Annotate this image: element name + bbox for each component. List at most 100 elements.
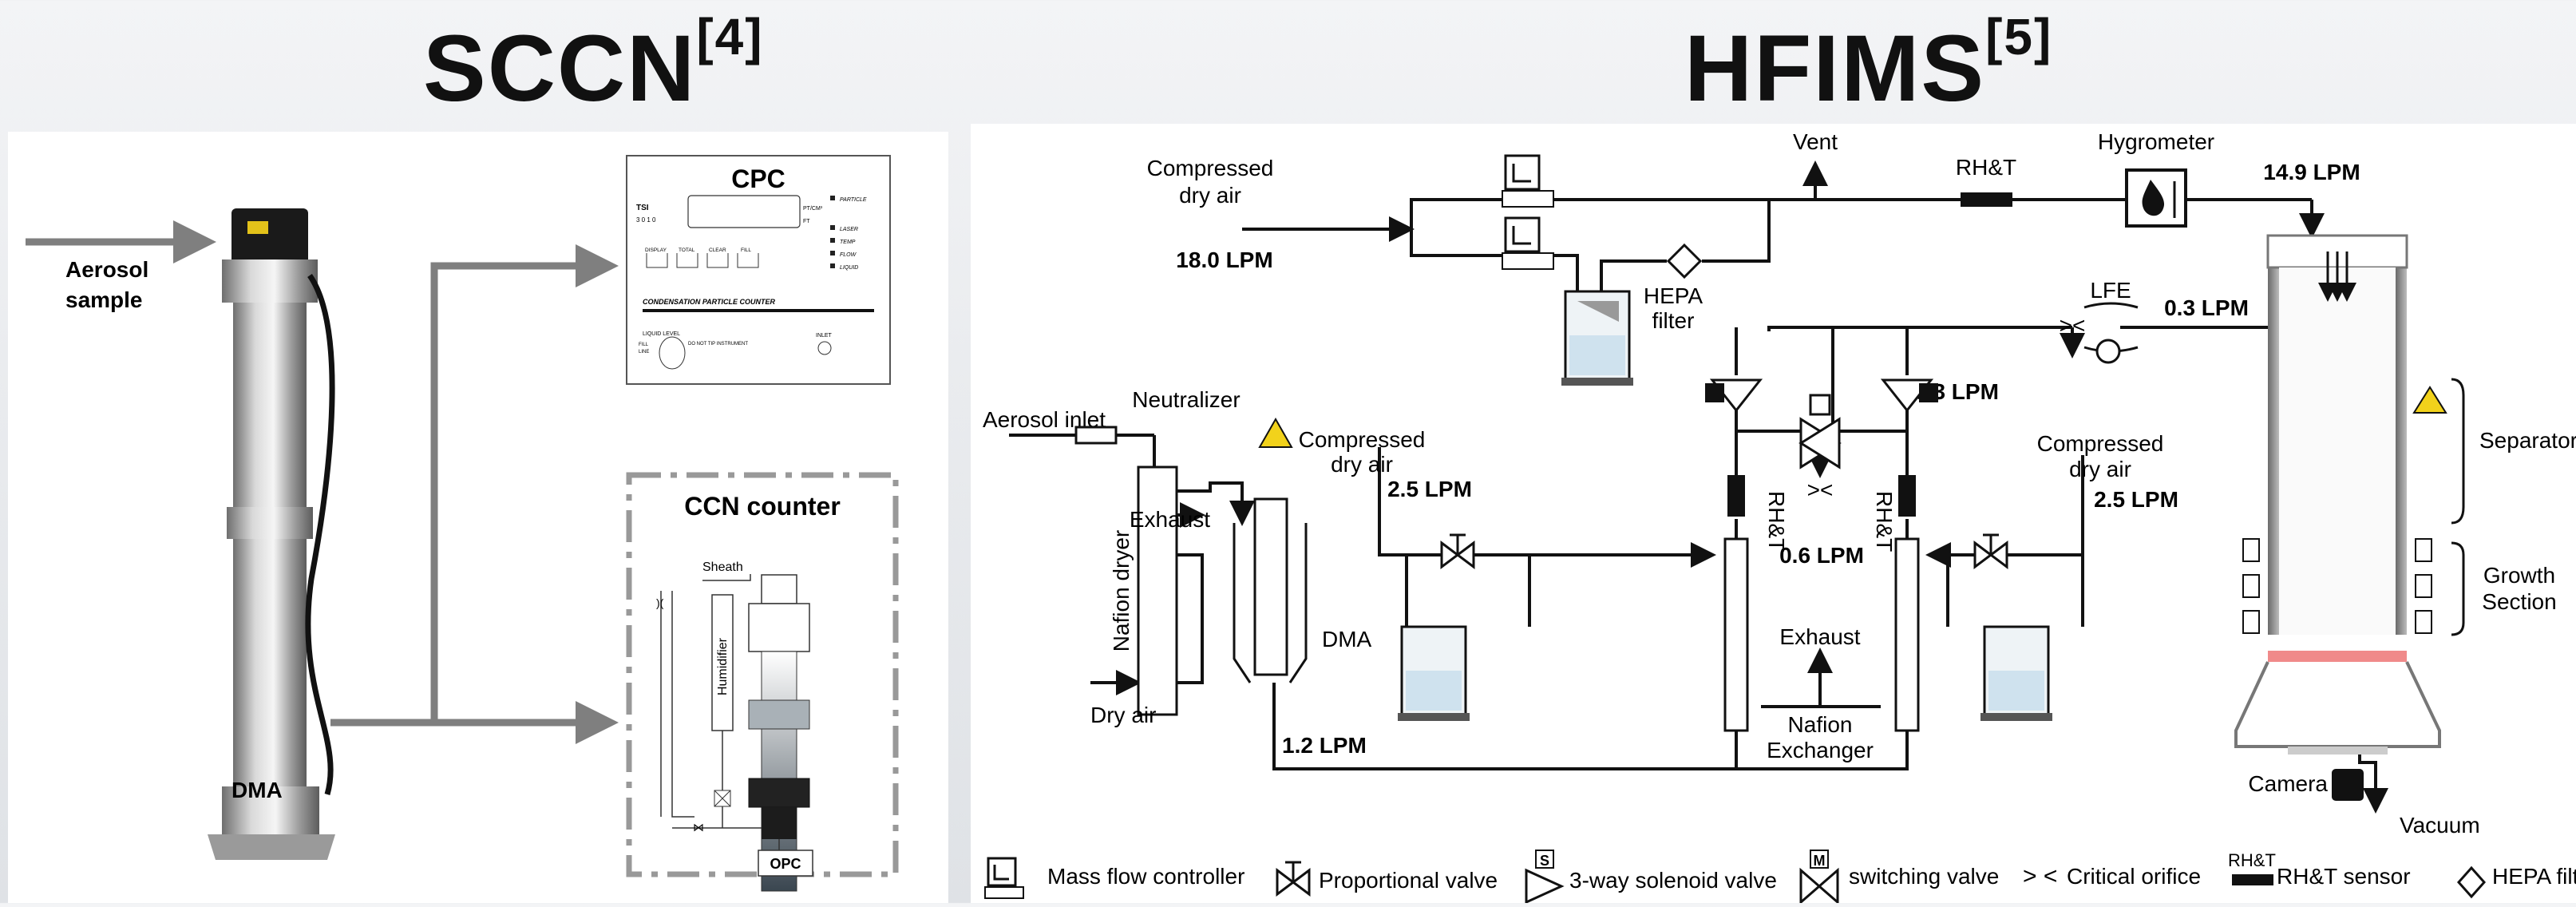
nafion-exchanger-column-right xyxy=(1896,539,1918,731)
proportional-valve-icon-left xyxy=(1442,535,1474,567)
legend: Mass flow controller Proportional valve … xyxy=(985,850,2576,902)
hfims-chamber xyxy=(2236,236,2446,755)
dma-column xyxy=(208,208,335,860)
hfims-growth-1: Growth xyxy=(2483,563,2555,588)
hfims-flow-25b: 2.5 LPM xyxy=(2094,487,2178,512)
legend-proportional-valve-icon xyxy=(1277,862,1309,894)
hfims-cda-label-1: Compressed xyxy=(1147,156,1274,180)
switching-valve-icon-right xyxy=(1883,380,1938,410)
ccn-valve-mark: ⋈ xyxy=(693,821,704,834)
hfims-hygrometer-label: Hygrometer xyxy=(2098,129,2214,154)
hepa-filter-icon xyxy=(1668,245,1700,277)
hfims-flow-25a: 2.5 LPM xyxy=(1387,477,1472,501)
rht-sensor-right xyxy=(1898,475,1916,517)
ccn-middle-flange xyxy=(749,700,809,729)
hfims-lfe-label: LFE xyxy=(2090,278,2131,303)
hfims-cda3-label-2: dry air xyxy=(2069,457,2131,481)
cpc-digits: 3 0 1 0 xyxy=(636,216,656,224)
aerosol-label-1: Aerosol xyxy=(65,257,148,282)
ccn-humidifier-label: Humidifier xyxy=(716,637,730,695)
cpc-ind-liquid: LIQUID xyxy=(840,265,858,271)
cpc-liquid-level: LIQUID LEVEL xyxy=(643,331,680,337)
hfims-title: HFIMS[5] xyxy=(1684,14,2052,123)
hfims-nafion-exchanger-2: Exchanger xyxy=(1767,738,1874,762)
nafion-exchanger-column-left xyxy=(1725,539,1747,731)
sccn-title-text: SCCN xyxy=(423,16,696,121)
legend-switching-label: switching valve xyxy=(1849,864,1999,889)
humidifier-bubbler-top xyxy=(1561,291,1633,386)
hfims-hepa-label-1: HEPA xyxy=(1644,283,1703,308)
hfims-rht-label: RH&T xyxy=(1956,155,2016,180)
aerosol-label-2: sample xyxy=(65,287,143,312)
cpc-warning: DO NOT TIP INSTRUMENT xyxy=(688,342,748,347)
legend-solenoid-s: S xyxy=(1540,853,1549,869)
rht-sensor-left xyxy=(1727,475,1745,517)
cpc-display xyxy=(688,196,800,228)
cpc-btn-display: DISPLAY xyxy=(645,248,667,253)
neutralizer-box xyxy=(1076,427,1116,443)
arrow-to-cpc xyxy=(330,266,611,723)
cpc-logo: TSI xyxy=(636,204,649,212)
separator-brace xyxy=(2451,379,2463,523)
legend-rht-label: RH&T sensor xyxy=(2277,864,2411,889)
hfims-exhaust-label-2: Exhaust xyxy=(1779,624,1860,649)
cpc-btn-fill: FILL xyxy=(741,248,751,253)
hfims-cda-label-2: dry air xyxy=(1179,183,1241,208)
hfims-flow-03a: 0.3 LPM xyxy=(2164,295,2249,320)
critical-orifice-icon-1: >< xyxy=(2060,313,2086,338)
cpc-name: CONDENSATION PARTICLE COUNTER xyxy=(643,298,776,306)
hfims-flow-18: 18.0 LPM xyxy=(1176,248,1272,272)
hfims-nafion-exchanger-1: Nafion xyxy=(1788,712,1853,737)
laminar-flow-element-icon xyxy=(2084,303,2138,362)
hfims-vent-label: Vent xyxy=(1793,129,1838,154)
hfims-dma-label: DMA xyxy=(1322,627,1372,652)
critical-orifice-icon-2: >< xyxy=(1807,477,1834,502)
cpc-btn-total: TOTAL xyxy=(679,248,695,253)
hfims-panel: Compressed dry air 18.0 LPM HEPA filter … xyxy=(971,124,2576,903)
legend-prop-valve-label: Proportional valve xyxy=(1319,868,1498,893)
legend-switching-icon: M xyxy=(1801,850,1838,902)
legend-rht-icon xyxy=(2232,874,2273,885)
cpc-ind-temp: TEMP xyxy=(840,240,856,245)
hfims-nafion-dryer-label: Nafion dryer xyxy=(1109,530,1134,652)
ccn-counter: CCN counter Sheath )( )( Humidifier ⋈ OP… xyxy=(629,475,896,891)
rht-sensor-top xyxy=(1961,192,2012,207)
cpc-inlet: INLET xyxy=(816,333,833,339)
cpc-ind-laser: LASER xyxy=(840,227,858,232)
hfims-cda2-label-2: dry air xyxy=(1331,452,1393,477)
legend-switching-m: M xyxy=(1814,853,1826,869)
hfims-separator: Separator xyxy=(2479,428,2576,453)
switching-valve-icon-left xyxy=(1705,380,1760,410)
cpc-level-window xyxy=(659,337,685,369)
hfims-flow-12: 1.2 LPM xyxy=(1282,733,1367,758)
hfims-rht-vertical-right: RH&T xyxy=(1872,491,1897,552)
ccn-top-cap xyxy=(762,575,797,604)
humidifier-bubbler-left xyxy=(1398,627,1470,721)
ccn-title: CCN counter xyxy=(684,492,841,521)
cpc-title: CPC xyxy=(731,164,785,193)
cpc-inlet-port xyxy=(818,342,831,354)
dma-tube xyxy=(1234,419,1306,683)
ccn-orifice-mark-1: )( xyxy=(656,596,664,609)
legend-solenoid-icon: S xyxy=(1526,850,1561,902)
mass-flow-controller-icon-1 xyxy=(1502,156,1553,207)
hfims-cda2-label-1: Compressed xyxy=(1299,427,1426,452)
hfims-exhaust-label: Exhaust xyxy=(1130,507,1210,532)
ccn-sheath-label: Sheath xyxy=(702,560,743,574)
ccn-lower-flange xyxy=(749,778,809,807)
hfims-hepa-label-2: filter xyxy=(1652,308,1695,333)
hygrometer-icon xyxy=(2127,170,2186,226)
hfims-title-text: HFIMS xyxy=(1684,16,1985,121)
proportional-valve-icon-right xyxy=(1975,535,2007,567)
ccn-opc-label: OPC xyxy=(770,856,801,872)
hfims-title-ref: [5] xyxy=(1985,8,2052,65)
hfims-neutralizer: Neutralizer xyxy=(1132,387,1240,412)
legend-hepa-icon xyxy=(2459,868,2484,897)
legend-orifice-icon: > < xyxy=(2023,863,2057,889)
sccn-panel: Aerosol sample DMA CPC TSI 3 0 1 0 PT/CM… xyxy=(8,132,948,903)
dma-label: DMA xyxy=(231,778,283,802)
legend-mfc-icon xyxy=(985,858,1023,898)
legend-hepa-label: HEPA filter xyxy=(2492,864,2576,889)
hfims-flow-06: 0.6 LPM xyxy=(1779,543,1864,568)
hfims-camera-label: Camera xyxy=(2248,771,2328,796)
